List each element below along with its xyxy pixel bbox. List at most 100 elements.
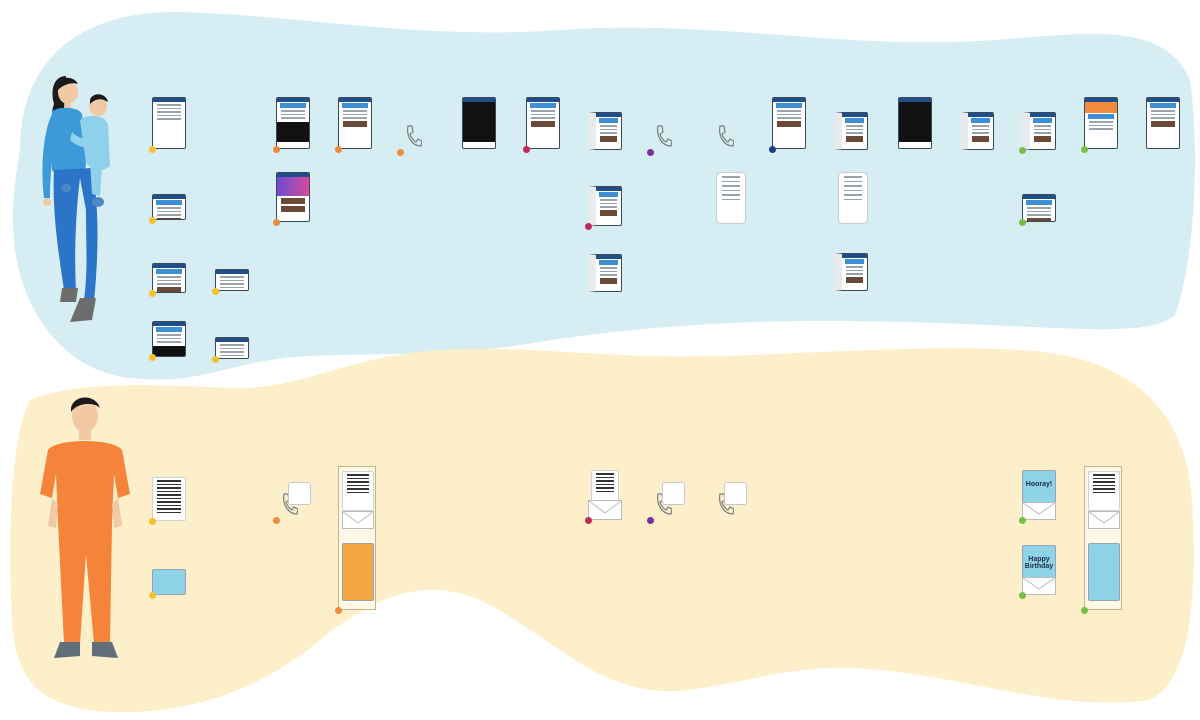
screenshot-image-block	[777, 120, 801, 127]
touchpoint-card[interactable]: Happy Birthday	[1019, 545, 1056, 611]
touchpoint-marker-dot	[585, 223, 592, 230]
touchpoint-card[interactable]	[149, 569, 186, 611]
touchpoint-card[interactable]	[585, 186, 622, 242]
touchpoint-card[interactable]	[273, 482, 311, 536]
email-text-line	[220, 279, 244, 281]
screenshot-thumbnail	[1022, 112, 1056, 150]
touchpoint-card[interactable]	[588, 112, 622, 166]
touchpoint-marker-dot	[273, 219, 280, 226]
email-text-line	[220, 354, 244, 356]
screenshot-text-line	[846, 132, 863, 134]
document-text-line	[157, 107, 181, 109]
mobile-text-line	[722, 198, 740, 200]
touchpoint-card[interactable]	[462, 97, 496, 165]
screenshot-thumbnail	[772, 97, 806, 149]
touchpoint-card[interactable]	[588, 254, 622, 308]
touchpoint-card[interactable]	[834, 112, 868, 166]
screenshot-hero-band	[599, 118, 618, 123]
screenshot-thumbnail	[1146, 97, 1180, 149]
touchpoint-card[interactable]: Hooray!	[1019, 470, 1056, 536]
screenshot-header-bar	[216, 338, 248, 342]
touchpoint-card[interactable]	[838, 172, 868, 240]
touchpoint-card[interactable]	[335, 97, 372, 165]
screenshot-text-line	[777, 113, 801, 115]
screenshot-hero-band	[1033, 118, 1052, 123]
touchpoint-card[interactable]	[523, 97, 560, 165]
touchpoint-card[interactable]	[1146, 97, 1180, 165]
touchpoint-card[interactable]	[1081, 97, 1118, 165]
touchpoint-card[interactable]	[769, 97, 806, 165]
touchpoint-card[interactable]	[647, 116, 684, 168]
touchpoint-card[interactable]	[149, 321, 186, 373]
touchpoint-card[interactable]	[1081, 466, 1122, 626]
touchpoint-marker-dot	[585, 517, 592, 524]
screenshot-text-line	[157, 279, 181, 281]
envelope-icon	[342, 511, 374, 529]
screenshot-text-line	[600, 270, 617, 272]
touchpoint-card[interactable]	[1019, 194, 1056, 238]
touchpoint-card[interactable]	[149, 263, 186, 309]
screenshot-text-line	[343, 110, 367, 112]
envelope-icon	[1088, 511, 1120, 529]
touchpoint-card[interactable]	[212, 337, 249, 375]
sticky-note	[724, 482, 747, 505]
touchpoint-card[interactable]	[834, 253, 868, 307]
letter-text-line	[157, 480, 181, 482]
screenshot-text-line	[157, 210, 181, 212]
letter-text-line	[157, 504, 181, 506]
greeting-card: Happy Birthday	[1022, 545, 1056, 581]
touchpoint-card[interactable]	[273, 172, 310, 238]
screenshot-text-line	[600, 274, 617, 276]
screenshot-text-line	[600, 267, 617, 269]
touchpoint-card[interactable]	[712, 482, 747, 536]
touchpoint-card[interactable]	[149, 194, 186, 236]
screenshot-text-line	[157, 207, 181, 209]
letter-text-line	[157, 497, 181, 499]
screenshot-text-line	[1089, 124, 1113, 126]
touchpoint-card[interactable]	[335, 466, 376, 626]
letter-text-line	[157, 511, 181, 513]
screenshot-orange-hero	[1085, 102, 1117, 113]
touchpoint-card[interactable]	[149, 97, 186, 165]
touchpoint-card[interactable]	[898, 97, 932, 165]
screenshot-hero-band	[845, 259, 864, 264]
envelope-icon	[588, 500, 622, 520]
touchpoint-card[interactable]	[397, 116, 434, 168]
screenshot-image-block	[157, 286, 181, 292]
screenshot-hero-band	[530, 103, 556, 108]
screenshot-header-bar	[216, 270, 248, 274]
screenshot-text-line	[1027, 207, 1051, 209]
screenshot-header-bar	[153, 264, 185, 268]
screenshot-hero-band	[342, 103, 368, 108]
touchpoint-card[interactable]	[273, 97, 310, 165]
screenshot-thumbnail	[152, 97, 186, 149]
touchpoint-marker-dot	[1081, 607, 1088, 614]
greeting-card: Hooray!	[1022, 470, 1056, 506]
touchpoint-card[interactable]	[1019, 112, 1056, 166]
screenshot-header-bar	[596, 187, 621, 191]
letter-text-line	[596, 476, 614, 478]
letter-text-line	[157, 508, 181, 510]
screenshot-text-line	[157, 337, 181, 339]
printed-flyer	[1088, 543, 1120, 601]
letter-text-line	[157, 494, 181, 496]
touchpoint-card[interactable]	[960, 112, 994, 166]
screenshot-header-bar	[968, 113, 993, 117]
touchpoint-card[interactable]	[212, 269, 249, 307]
phone-handset-icon	[283, 493, 298, 515]
screenshot-dark-footer	[153, 345, 185, 356]
touchpoint-card[interactable]	[716, 172, 746, 240]
touchpoint-card[interactable]	[712, 116, 746, 168]
phone-handset-icon	[719, 493, 734, 515]
touchpoint-card[interactable]	[647, 482, 685, 536]
mobile-text-line	[722, 185, 740, 187]
email-text-line	[220, 347, 244, 349]
touchpoint-card[interactable]	[149, 477, 186, 537]
touchpoint-card[interactable]	[585, 470, 622, 536]
email-text-line	[220, 286, 244, 288]
touchpoint-marker-dot	[1019, 147, 1026, 154]
letter-text-line	[347, 474, 369, 476]
letter-text-line	[347, 491, 369, 493]
screenshot-dark-panel	[463, 102, 495, 142]
screenshot-text-line	[281, 113, 305, 115]
